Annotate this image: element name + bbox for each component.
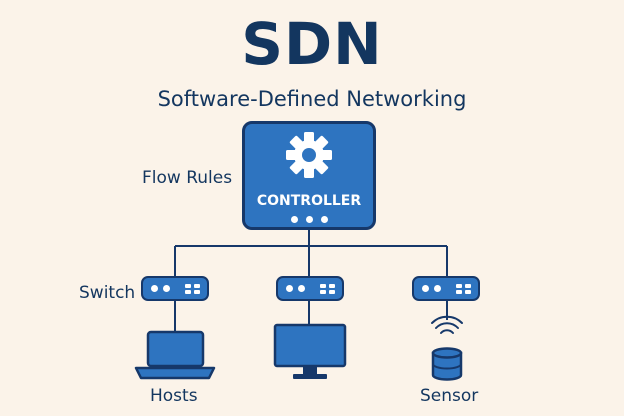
switch-port: [194, 284, 200, 288]
switch-led: [151, 285, 158, 292]
switch-3: [412, 276, 480, 301]
hosts-label: Hosts: [150, 386, 198, 406]
switch-1: [141, 276, 209, 301]
switch-port: [185, 290, 191, 294]
switch-port: [465, 284, 471, 288]
indicator-dot: [321, 216, 328, 223]
switch-port: [329, 290, 335, 294]
gear-icon: [286, 132, 332, 178]
switch-port: [320, 284, 326, 288]
switch-port: [194, 290, 200, 294]
diagram-subtitle: Software-Defined Networking: [157, 87, 467, 111]
switch-port: [456, 284, 462, 288]
switch-port: [465, 290, 471, 294]
switch-port: [320, 290, 326, 294]
switch-port: [329, 284, 335, 288]
switch-led: [286, 285, 293, 292]
switch-port: [185, 284, 191, 288]
switch-label: Switch: [79, 283, 136, 303]
controller-indicator-dots: [291, 216, 331, 224]
switch-led: [163, 285, 170, 292]
controller-label: CONTROLLER: [256, 193, 362, 209]
flow-rules-label: Flow Rules: [142, 168, 233, 188]
sensor-label: Sensor: [420, 386, 479, 406]
switch-led: [422, 285, 429, 292]
switch-led: [434, 285, 441, 292]
controller-box: CONTROLLER: [242, 121, 376, 230]
indicator-dot: [306, 216, 313, 223]
indicator-dot: [291, 216, 298, 223]
switch-port: [456, 290, 462, 294]
diagram-title: SDN: [241, 10, 383, 78]
switch-2: [276, 276, 344, 301]
switch-led: [298, 285, 305, 292]
